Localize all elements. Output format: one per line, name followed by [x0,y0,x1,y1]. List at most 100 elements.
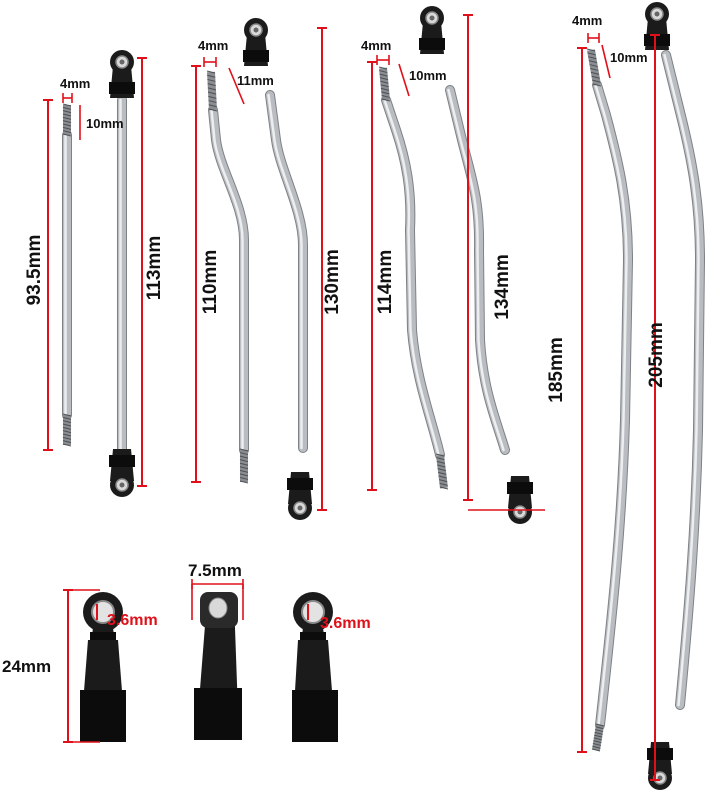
group3-short-rod [382,96,444,459]
group3-short-rod-thread-bottom [435,453,449,490]
group1-short-rod-thread-bottom-ridge [62,440,72,444]
group3-short-rod-thread-bottom-ridge [436,460,446,464]
group3-long-dimension [463,14,473,501]
group2-short-rod-thread-top-ridge [207,74,216,78]
group2-short-rod-highlight [210,108,244,452]
group1-short-rod-thread-top-ridge [62,130,72,134]
group2-short-rod-length-label: 110mm [200,250,221,314]
group2-short-rod-thread-top-ridge [207,87,217,91]
group2-short-rod-thread-top-ridge [207,91,217,95]
detail-height-dimension [63,589,73,743]
group3-short-rod-thread-bottom-ridge [435,453,445,457]
group4-short-dimension [577,47,587,753]
group2-short-rod-thread-top-ridge [208,108,218,112]
group1-long-rod-end-bottom-hex [109,455,135,467]
group4-thread-length-bar [601,44,611,79]
group2-short-rod-thread-top-ridge [207,78,216,82]
group3-short-rod-thread-top-core [379,67,390,101]
group3-short-rod-thread-top-ridge [378,66,388,70]
group4-short-rod-thread-bottom-ridge [595,726,604,730]
group3-short-rod-thread-bottom-ridge [437,464,446,468]
group3-short-dimension [367,61,377,491]
group3-short-rod-thread-top-ridge [379,73,388,77]
group1-thread-width-label: 4mm [60,76,90,91]
group2-short-rod-thread-bottom-ridge [239,448,249,452]
group4-long-rod-highlight [663,53,700,707]
group4-short-rod-thread-top-ridge [587,52,596,56]
group3-short-rod-thread-bottom-ridge [439,486,449,490]
group3-short-rod-thread-top-ridge [381,98,391,102]
group4-short-rod-thread-bottom-ridge [594,729,604,733]
group1-short-rod-thread-top-ridge [62,110,72,114]
rod-ends-layer [80,2,673,790]
group4-long-rod-length-label: 205mm [646,322,667,388]
group4-short-rod-thread-bottom-ridge [593,740,602,744]
group2-thread-width-label: 4mm [198,38,228,53]
group4-thread-length-label: 10mm [610,50,648,65]
group2-long-rod-end-bottom-hex [287,478,313,490]
group4-short-rod-thread-top-ridge [589,64,598,68]
group2-short-dimension [191,65,201,483]
group3-short-rod-thread-bottom-ridge [438,479,448,483]
group4-long-rod-end-bottom-hex [647,748,673,760]
group4-short-rod-thread-top-ridge [588,60,598,64]
group3-thread-length-bar [398,63,410,97]
group3-short-rod-highlight [383,98,440,457]
rod-end-height-label: 24mm [2,657,51,676]
group4-short-rod-thread-bottom-ridge [593,737,602,741]
group1-short-rod-thread-bottom-ridge [62,420,72,424]
group3-long-rod-end-top [419,6,445,54]
group1-short-rod-thread-top-ridge [62,133,72,137]
group2-long-rod-end-top [243,18,269,66]
group2-long-rod-highlight [267,93,303,450]
group1-short-dimension [43,99,53,451]
group2-short-rod-thread-bottom-ridge [239,455,249,459]
group3-long-rod-end-bottom-hex [507,482,533,494]
group4-short-rod-thread-bottom-ridge [592,742,602,746]
group1-short-rod-thread-top-ridge [62,123,72,127]
group1-short-rod-thread-top-ridge [62,103,72,107]
group2-short-rod-thread-bottom-ridge [239,462,249,466]
group2-short-rod [209,106,248,454]
group3-long-rod-end-top-hole [429,15,435,21]
detail-rod-end-middle-hex [194,688,242,740]
group4-long-rod-end-top-hole [654,11,660,17]
group1-long-rod-end-bottom [109,449,135,497]
detail-rod-end-middle-ball [208,597,228,619]
group2-short-rod-thread-top-ridge [206,70,216,74]
group1-long-rod-end-top [109,50,135,98]
group2-short-rod-thread-bottom-ridge [239,480,249,484]
group3-short-rod-thread-bottom-ridge [437,468,446,472]
rod-end-width-label: 7.5mm [188,561,242,580]
group4-short-rod-thread-top-ridge [590,71,600,75]
group3-short-rod-thread-bottom-core [436,454,448,489]
group4-long-rod-end-top-hex [644,34,670,46]
group4-short-rod-thread-top-ridge [586,48,596,52]
group4-short-rod-thread-top [586,48,602,87]
group2-long-rod-length-label: 130mm [322,249,343,315]
rods-layer [62,48,705,752]
group1-short-rod-length-label: 93.5mm [24,235,45,306]
group3-short-rod-thread-top-ridge [379,70,388,74]
dimension-lines-layer [43,14,660,781]
group4-short-rod-thread-bottom-ridge [595,723,605,727]
group1-short-rod-thread-bottom [62,413,72,447]
group3-short-rod-thread-bottom-ridge [438,471,447,475]
detail-left-hex-ext [80,690,126,742]
group1-short-rod-thread-top-ridge [62,106,72,110]
group1-long-dimension [137,57,147,487]
group2-short-rod-thread-top [206,70,218,112]
group3-short-rod-thread-top-ridge [381,94,390,98]
group2-long-rod-end-top-hex [243,50,269,62]
group2-long-dimension [317,27,327,511]
detail-rod-end-middle [194,592,242,740]
group1-long-rod-end-bottom-hole [119,482,125,488]
group4-short-rod-thread-bottom-ridge [591,748,601,752]
group1-short-rod-thread-bottom-ridge [62,433,72,437]
group4-short-rod-highlight [594,83,628,727]
group2-short-rod-thread-top-ridge [208,95,217,99]
group4-long-rod-end-top [644,2,670,50]
group2-short-rod-thread-top-core [207,71,217,111]
group4-short-rod-thread-bottom-ridge [594,734,603,738]
